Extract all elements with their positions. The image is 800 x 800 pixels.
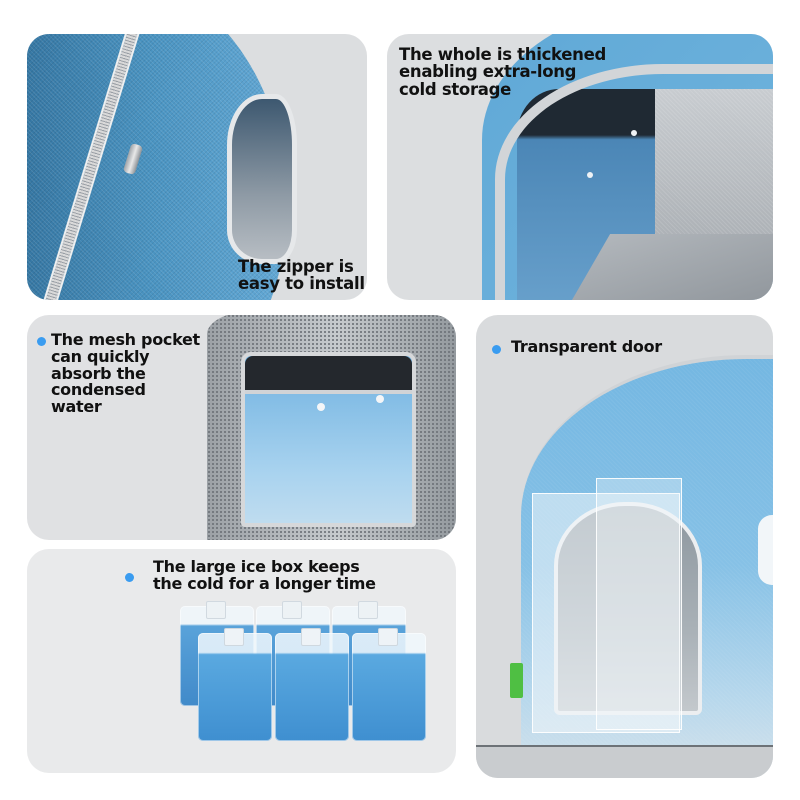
snap-button-icon bbox=[317, 403, 325, 411]
snap-button-icon bbox=[587, 172, 593, 178]
caption-line: enabling extra-long bbox=[399, 62, 577, 82]
carrier-base-image bbox=[476, 745, 773, 778]
caption-line: the cold for a longer time bbox=[153, 573, 376, 593]
caption-line: condensed bbox=[51, 380, 146, 400]
caption-line: The large ice box keeps bbox=[153, 557, 360, 576]
snap-button-icon bbox=[376, 395, 384, 403]
padded-rim-image bbox=[495, 64, 773, 300]
snap-button-icon bbox=[631, 130, 637, 136]
ice-box-caption: The large ice box keeps the cold for a l… bbox=[153, 557, 376, 593]
caption-line: can quickly bbox=[51, 346, 150, 366]
ice-pack-image bbox=[275, 628, 349, 741]
ice-pack-image bbox=[198, 628, 272, 741]
bullet-dot-icon bbox=[492, 345, 501, 354]
door-opening-image bbox=[227, 94, 297, 264]
brand-logo-icon bbox=[758, 515, 773, 585]
mesh-pocket-feature-panel: The mesh pocket can quickly absorb the c… bbox=[27, 315, 456, 540]
transparent-door-caption: Transparent door bbox=[511, 337, 662, 356]
caption-line: The zipper is bbox=[238, 257, 354, 276]
zipper-caption: The zipper is easy to install bbox=[238, 258, 365, 293]
zipper-feature-panel: The zipper is easy to install bbox=[27, 34, 367, 300]
ice-box-feature-panel: The large ice box keeps the cold for a l… bbox=[27, 549, 456, 773]
caption-line: water bbox=[51, 397, 102, 417]
bullet-dot-icon bbox=[125, 573, 134, 582]
bullet-dot-icon bbox=[37, 337, 46, 346]
thickened-feature-panel: The whole is thickened enabling extra-lo… bbox=[387, 34, 773, 300]
mesh-pocket-caption: The mesh pocket can quickly absorb the c… bbox=[51, 330, 200, 417]
transparent-door-feature-panel: Transparent door bbox=[476, 315, 773, 778]
caption-line: The whole is thickened bbox=[399, 45, 607, 64]
thickened-caption: The whole is thickened enabling extra-lo… bbox=[399, 46, 606, 98]
pocket-opening-image bbox=[245, 356, 412, 394]
caption-line: cold storage bbox=[399, 79, 512, 99]
caption-line: The mesh pocket bbox=[51, 330, 200, 349]
green-label-tag-icon bbox=[510, 663, 523, 698]
transparent-film-image bbox=[596, 478, 682, 730]
caption-line: easy to install bbox=[238, 274, 365, 294]
transparent-film-image bbox=[532, 493, 680, 733]
caption-line: absorb the bbox=[51, 363, 146, 383]
ice-pack-image bbox=[352, 628, 426, 741]
